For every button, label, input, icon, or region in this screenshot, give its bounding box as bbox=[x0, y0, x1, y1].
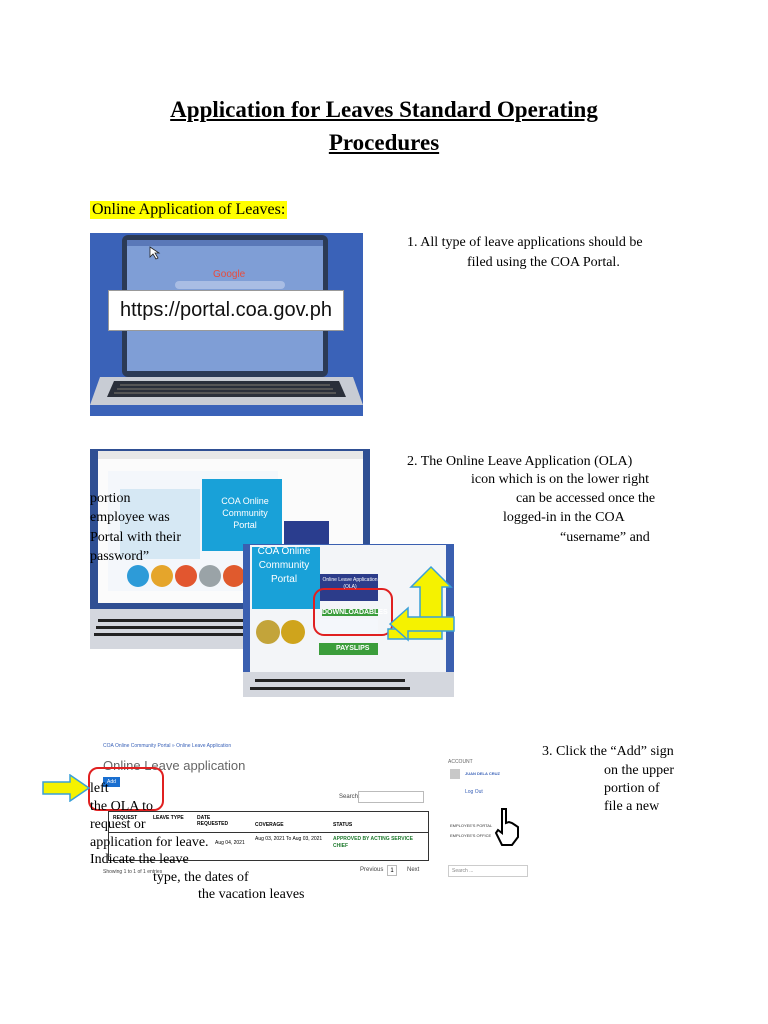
yellow-arrow-left-icon bbox=[388, 606, 455, 642]
ola-heading: Online Leave application bbox=[103, 758, 246, 773]
title-line-1: Application for Leaves Standard Operatin… bbox=[170, 97, 598, 122]
hand-cursor-icon bbox=[494, 808, 519, 846]
col-status: STATUS bbox=[333, 822, 353, 828]
document-title: Application for Leaves Standard Operatin… bbox=[0, 93, 768, 159]
sidebar-search[interactable]: Search ... bbox=[448, 865, 528, 877]
step-3-line-10: type, the dates of bbox=[153, 870, 249, 885]
ola-breadcrumb: COA Online Community Portal » Online Lea… bbox=[103, 743, 232, 749]
ola-search-input[interactable] bbox=[358, 791, 424, 803]
step-2-line-1: 2. The Online Leave Application (OLA) bbox=[407, 454, 633, 469]
menu-employees-office[interactable]: EMPLOYEE'S OFFICE bbox=[450, 833, 492, 838]
cell-coverage: Aug 03, 2021 To Aug 03, 2021 bbox=[255, 836, 323, 842]
ola-table-header bbox=[109, 812, 428, 833]
payslips-label[interactable]: PAYSLIPS bbox=[336, 645, 370, 652]
menu-employees-portal[interactable]: EMPLOYEE'S PORTAL bbox=[450, 823, 493, 828]
step-3-line-3: left bbox=[90, 781, 109, 796]
step-1-line-2: filed using the COA Portal. bbox=[467, 255, 620, 270]
google-logo-text: Google bbox=[213, 269, 246, 280]
ola-add-button[interactable]: Add bbox=[103, 777, 120, 787]
step-3-line-8: application for leave. bbox=[90, 835, 209, 850]
step-3-line-2: on the upper bbox=[604, 763, 674, 778]
account-name: JUAN DELA CRUZ bbox=[465, 771, 500, 776]
step-2-line-2: icon which is on the lower right bbox=[471, 472, 650, 487]
ola-icon-label[interactable]: Online Leave Application (OLA) bbox=[322, 577, 378, 590]
ola-page-button[interactable]: 1 bbox=[387, 865, 397, 876]
ola-prev-button[interactable]: Previous bbox=[360, 867, 384, 873]
step-2-line-8: “username” and bbox=[560, 530, 650, 545]
downloadables-label[interactable]: DOWNLOADABLES bbox=[322, 609, 388, 616]
cell-date-requested: Aug 04, 2021 bbox=[215, 840, 245, 846]
ola-table: REQUEST LEAVE TYPE DATE REQUESTED COVERA… bbox=[108, 811, 429, 861]
step-1-line-1: 1. All type of leave applications should… bbox=[407, 235, 643, 250]
step-2-line-5: employee was bbox=[90, 510, 170, 525]
step-2-line-7: Portal with their bbox=[90, 530, 181, 545]
portal-title-back: COA Online Community Portal bbox=[221, 496, 269, 530]
step-3-line-4: portion of bbox=[604, 781, 660, 796]
portal-screenshot-image: COA Online Community Portal COA Online C… bbox=[90, 449, 455, 697]
col-request: REQUEST bbox=[113, 815, 138, 821]
step-3-line-1: 3. Click the “Add” sign bbox=[542, 744, 674, 759]
title-line-2: Procedures bbox=[328, 130, 440, 155]
step-2-line-6: logged-in in the COA bbox=[503, 510, 625, 525]
section-heading: Online Application of Leaves: bbox=[90, 201, 288, 219]
ola-screenshot-image: COA Online Community Portal » Online Lea… bbox=[88, 741, 553, 904]
account-label: ACCOUNT bbox=[448, 759, 473, 765]
step-2-line-4: can be accessed once the bbox=[516, 491, 656, 506]
ola-showing-entries: Showing 1 to 1 of 1 entries bbox=[103, 869, 163, 875]
yellow-arrow-right-icon bbox=[42, 774, 90, 802]
portal-url-box: https://portal.coa.gov.ph bbox=[108, 290, 344, 331]
step-2-line-3: portion bbox=[90, 491, 131, 506]
laptop-url-image: Google https://portal.coa.gov.ph bbox=[90, 233, 363, 416]
portal-title-front: COA Online Community Portal bbox=[257, 546, 311, 585]
step-3-line-6: file a new bbox=[604, 799, 660, 814]
step-3-line-7: request or bbox=[90, 817, 146, 832]
col-coverage: COVERAGE bbox=[255, 822, 284, 828]
step-3-line-9: Indicate the leave bbox=[90, 852, 189, 867]
col-date-requested: DATE REQUESTED bbox=[197, 815, 229, 827]
ola-next-button[interactable]: Next bbox=[407, 867, 420, 873]
logout-link[interactable]: Log Out bbox=[465, 789, 483, 795]
step-2-line-9: password” bbox=[90, 549, 150, 564]
red-highlight-circle bbox=[88, 767, 164, 811]
col-leave-type: LEAVE TYPE bbox=[153, 815, 184, 821]
step-3-line-5: the OLA to bbox=[90, 799, 153, 814]
ola-search-label: Search: bbox=[339, 794, 360, 800]
step-3-line-11: the vacation leaves bbox=[198, 887, 305, 902]
avatar bbox=[450, 769, 460, 779]
cell-status: APPROVED BY ACTING SERVICE CHIEF bbox=[333, 836, 413, 849]
